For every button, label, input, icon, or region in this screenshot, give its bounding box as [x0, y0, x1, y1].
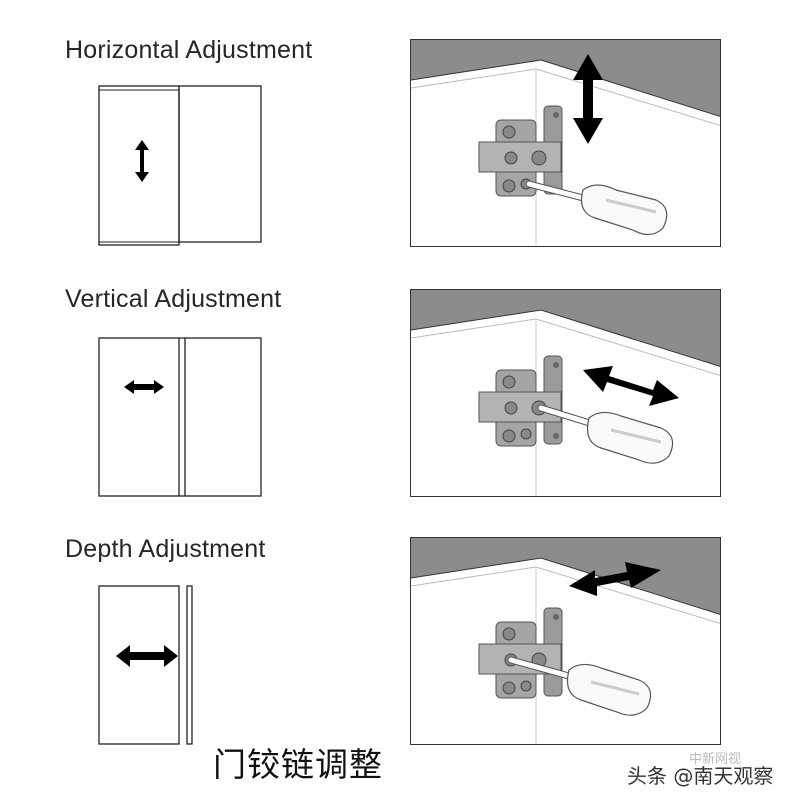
hinge-illustration-horizontal: [410, 39, 721, 247]
horizontal-double-arrow-icon: [124, 380, 164, 394]
horizontal-double-arrow-icon: [116, 645, 178, 667]
door-schematic-depth: [98, 585, 208, 752]
hinge-illustration-vertical: [410, 289, 721, 497]
section-title-vertical: Vertical Adjustment: [65, 285, 282, 313]
diagonal-double-arrow-icon: [583, 366, 679, 406]
door-schematic-vertical: [98, 337, 268, 504]
watermark-ghost-text: 中新网视: [689, 752, 742, 767]
door-schematic-horizontal: [98, 85, 268, 255]
watermark-text: 头条 @南天观察: [627, 764, 774, 788]
section-title-horizontal: Horizontal Adjustment: [65, 36, 313, 64]
diagonal-double-arrow-top-icon: [569, 562, 661, 596]
section-title-depth: Depth Adjustment: [65, 535, 266, 563]
hinge-illustration-depth: [410, 537, 721, 745]
vertical-double-arrow-icon: [573, 54, 603, 144]
vertical-double-arrow-icon: [135, 140, 149, 182]
chinese-caption: 门铰链调整: [213, 745, 383, 784]
watermark: 中新网视 头条 @南天观察: [627, 752, 774, 789]
